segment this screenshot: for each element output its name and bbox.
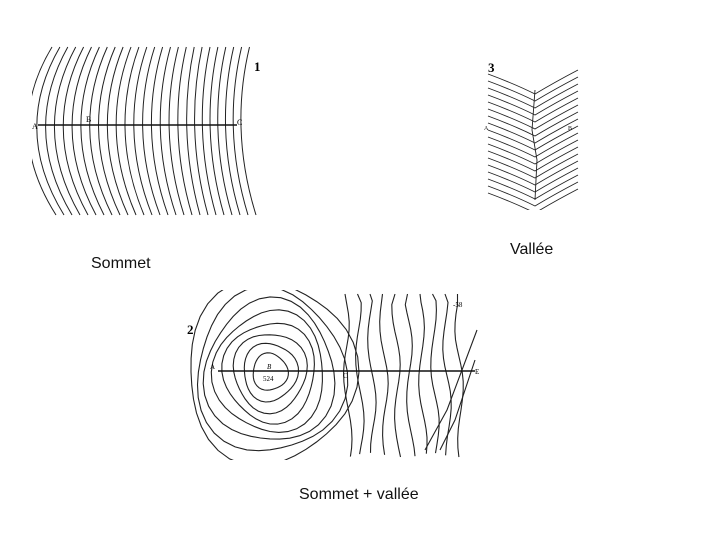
contour-value-label: -58 (453, 301, 463, 309)
contour-line (124, 46, 145, 216)
contour-lines (190, 290, 478, 460)
contour-line (487, 153, 579, 179)
contour-line (487, 132, 579, 158)
contour-line (202, 296, 336, 440)
point-b-label: B (568, 126, 572, 132)
contour-line (159, 46, 177, 216)
contour-line (194, 46, 209, 216)
contour-line (224, 46, 241, 216)
topo-map-summit-valley: 2 A B 524 C E -58 (187, 290, 479, 460)
point-a-label: A (210, 363, 215, 371)
contour-line (71, 46, 97, 216)
contour-line (142, 46, 161, 216)
point-e-label: E (475, 368, 479, 376)
contour-line (89, 46, 113, 216)
contour-line (487, 146, 579, 172)
contour-line (177, 46, 193, 216)
point-b-label: B (86, 115, 91, 124)
topo-map-summit: A B C 1 (32, 46, 261, 216)
contour-line (32, 46, 57, 216)
contour-line (98, 46, 121, 216)
contour-line (45, 46, 73, 216)
panel-number: 3 (488, 60, 495, 75)
contour-line (80, 46, 105, 216)
contour-line (487, 118, 579, 144)
contour-line (196, 290, 349, 452)
contour-line (343, 293, 353, 457)
contour-line (36, 46, 65, 216)
caption-summit: Sommet (91, 255, 151, 272)
contour-line (487, 139, 579, 165)
contour-lines (32, 46, 257, 216)
contour-line (217, 46, 233, 216)
contour-line (487, 69, 579, 95)
contour-line (418, 293, 428, 454)
caption-valley: Vallée (510, 241, 554, 258)
contour-line (210, 309, 323, 433)
contour-line (62, 46, 89, 216)
contour-line (487, 104, 579, 130)
contour-line (150, 46, 169, 216)
panel-number: 2 (187, 322, 194, 337)
contour-line (115, 46, 137, 216)
contour-line (367, 293, 377, 453)
contour-line (252, 352, 289, 391)
contour-line (404, 293, 416, 457)
contour-line (391, 293, 402, 458)
contour-line (209, 46, 225, 216)
spot-height-label: 524 (263, 375, 274, 383)
contour-line (487, 90, 579, 116)
contour-line (240, 46, 257, 216)
point-b-label: B (267, 363, 272, 371)
contour-line (168, 46, 185, 216)
contour-line (531, 89, 538, 201)
point-a-label: A (484, 126, 489, 132)
contour-line (487, 174, 579, 200)
contour-line (186, 46, 201, 216)
contour-line (442, 293, 452, 456)
contour-line (424, 329, 478, 451)
contour-line (430, 293, 440, 454)
contour-line (487, 167, 579, 193)
contour-line (232, 334, 308, 415)
contour-line (439, 359, 476, 451)
contour-line (487, 181, 579, 207)
contour-line (243, 342, 300, 403)
caption-summit-valley: Sommet + vallée (299, 486, 419, 503)
contour-line (201, 46, 217, 216)
contour-line (221, 322, 315, 425)
contour-line (487, 160, 579, 186)
contour-line (133, 46, 153, 216)
panel-number: 1 (254, 59, 261, 74)
contour-line (232, 46, 249, 216)
contour-line (487, 111, 579, 137)
point-c-label: C (343, 372, 348, 380)
contour-line (379, 293, 389, 455)
contour-lines (487, 69, 579, 210)
contour-line (487, 83, 579, 109)
contour-line (53, 46, 81, 216)
contour-line (487, 188, 579, 210)
contour-line (487, 97, 579, 123)
contour-line (487, 76, 579, 102)
contour-line (454, 294, 464, 458)
topo-map-valley: 3 A B (484, 60, 579, 210)
point-c-label: C (237, 118, 242, 127)
contour-line (355, 293, 365, 455)
contour-line (106, 46, 129, 216)
contour-line (190, 290, 360, 460)
point-a-label: A (32, 122, 38, 131)
